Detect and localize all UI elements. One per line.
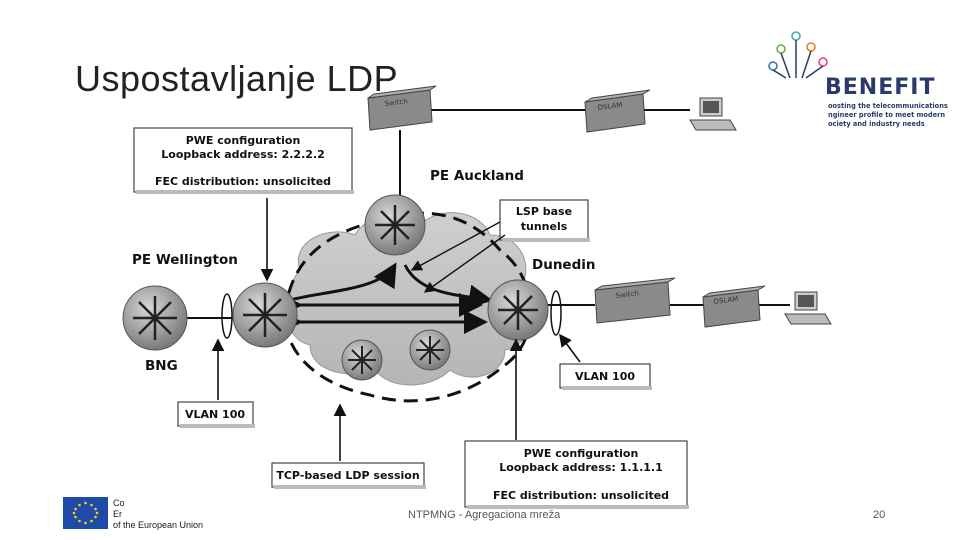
tunnel-wellington-auckland: [289, 262, 397, 302]
lsp-box-line2: tunnels: [521, 220, 568, 233]
router-core-1: [341, 339, 383, 381]
page-number: 20: [873, 509, 886, 521]
vlan-right-box: VLAN 100: [559, 363, 652, 390]
logo-tagline-1: oosting the telecommunications: [828, 102, 948, 110]
switch-top-label: Switch: [384, 97, 408, 108]
eu-line-1: Co: [113, 498, 125, 508]
lsp-box-line1: LSP base: [516, 205, 572, 218]
dslam-top-label: DSLAM: [597, 101, 623, 112]
dslam-right-label: DSLAM: [713, 295, 739, 306]
lsp-tunnels-box: LSP base tunnels: [499, 199, 590, 242]
dunedin-label: Dunedin: [532, 257, 596, 273]
pwe-top-loopback: Loopback address: 2.2.2.2: [161, 148, 325, 161]
vlan-right-text: VLAN 100: [575, 370, 635, 383]
pwe-top-fec: FEC distribution: unsolicited: [155, 175, 331, 188]
arrow-vlan-right: [559, 333, 581, 363]
pwe-bottom-fec: FEC distribution: unsolicited: [493, 489, 669, 502]
computer-right: [784, 291, 832, 325]
slide-title: Uspostavljanje LDP: [75, 58, 399, 99]
logo-tagline-2: ngineer profile to meet modern: [828, 111, 945, 119]
pwe-bottom-loopback: Loopback address: 1.1.1.1: [499, 461, 663, 474]
arrow-lsp-1: [410, 221, 501, 271]
switch-top: Switch: [367, 85, 437, 131]
vlan-left-text: VLAN 100: [185, 408, 245, 421]
benefit-logo-name: BENEFIT: [825, 75, 935, 100]
pwe-bottom-title: PWE configuration: [524, 447, 639, 460]
router-dunedin: [487, 279, 549, 341]
switch-right-label: Switch: [615, 289, 639, 300]
arrow-lsp-2: [423, 234, 506, 293]
router-bng: [122, 285, 188, 351]
eu-logo: Co Er of the European Union: [63, 497, 203, 530]
tunnel-auckland-dunedin: [403, 264, 493, 309]
bng-label: BNG: [145, 358, 178, 374]
router-core-2: [409, 329, 451, 371]
vlan-left-box: VLAN 100: [177, 401, 255, 428]
logo-tagline-3: ociety and industry needs: [828, 120, 925, 128]
computer-top: [689, 97, 737, 131]
benefit-logo: BENEFIT oosting the telecommunications n…: [760, 27, 948, 128]
pe-auckland-label: PE Auckland: [430, 168, 524, 184]
dslam-top: DSLAM: [584, 89, 651, 133]
pseudowire-marker-left: [221, 293, 233, 339]
pwe-top-title: PWE configuration: [186, 134, 301, 147]
switch-right: Switch: [594, 277, 676, 324]
tcp-session-box: TCP-based LDP session: [271, 462, 426, 489]
pseudowire-marker-right: [550, 290, 562, 336]
slide-footer: NTPMNG - Agregaciona mreža: [408, 509, 561, 521]
pwe-config-top-box: PWE configuration Loopback address: 2.2.…: [133, 127, 354, 194]
pwe-config-bottom-box: PWE configuration Loopback address: 1.1.…: [464, 440, 689, 509]
eu-line-2: Er: [113, 509, 122, 519]
router-wellington: [232, 282, 298, 348]
router-auckland: [364, 194, 426, 256]
pe-wellington-label: PE Wellington: [132, 252, 238, 268]
tcp-box-text: TCP-based LDP session: [276, 469, 419, 482]
eu-line-3: of the European Union: [113, 520, 203, 530]
dslam-right: DSLAM: [702, 285, 766, 328]
